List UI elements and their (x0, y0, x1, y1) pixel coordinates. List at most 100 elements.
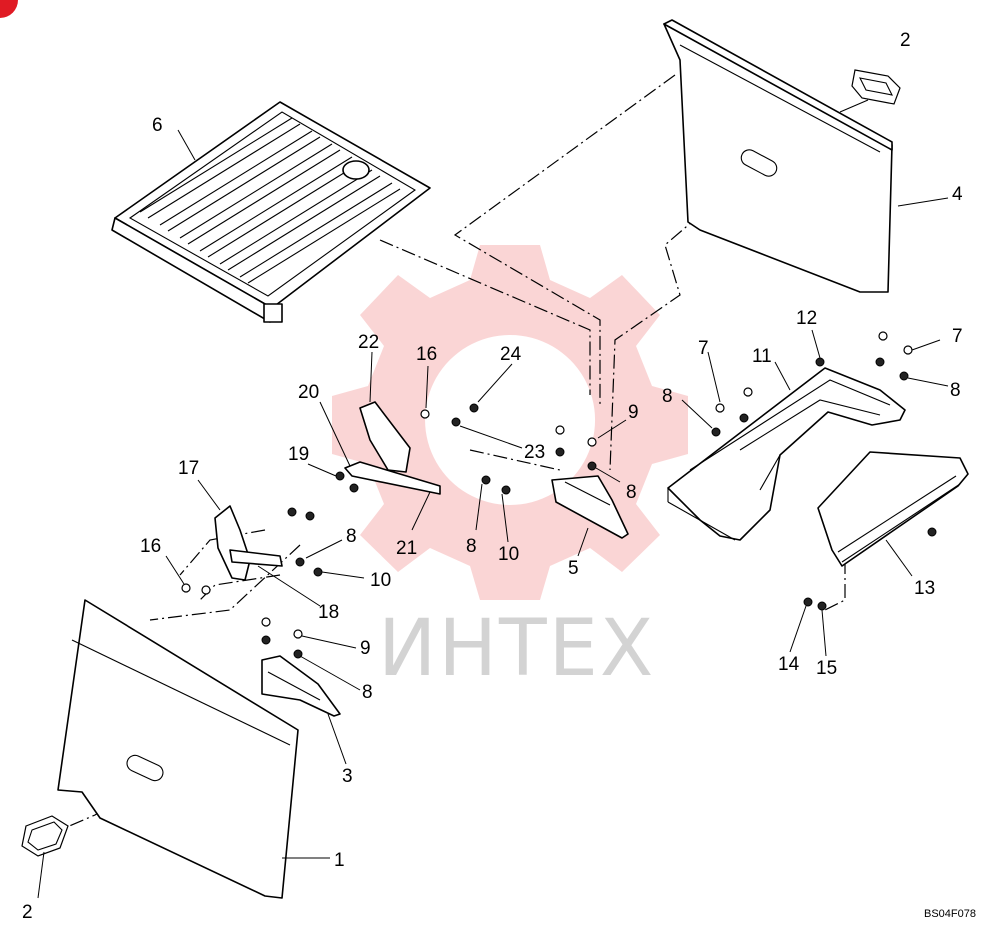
nut-icon (815, 357, 825, 367)
bolt-icon (293, 629, 303, 639)
assembly-centerlines (59, 74, 846, 831)
callout-19: 19 (288, 444, 309, 465)
callout-2-upper: 2 (900, 30, 911, 51)
panel-part-1 (21, 599, 299, 899)
callout-8-frame-right: 8 (950, 380, 961, 401)
grille-logo (342, 160, 370, 180)
panel-4-fold-line (679, 44, 881, 153)
centerline-hinge-c (149, 544, 301, 621)
bolt-icon (181, 583, 191, 593)
panel-1-fold-line (71, 639, 291, 746)
grille-inner-frame (128, 111, 417, 297)
callout-10-hinge: 10 (370, 570, 391, 591)
hinge-plate-22 (359, 401, 411, 473)
link-arm-21 (344, 461, 441, 495)
nut-icon (481, 475, 491, 485)
grille-foot (263, 303, 283, 323)
panel-1-slot (126, 754, 164, 782)
hinge-bracket-17 (214, 505, 251, 581)
bolt-icon (715, 403, 725, 413)
callout-3: 3 (342, 766, 353, 787)
callout-labels: 2 6 4 22 16 24 9 7 11 12 7 8 8 20 23 8 1… (22, 30, 963, 923)
panel-4-top-flange (663, 19, 893, 151)
bracket-part-5 (551, 475, 629, 539)
washer-icon (817, 601, 827, 611)
callout-8-bracket5: 8 (626, 482, 637, 503)
leader-lines (37, 129, 949, 899)
bolt-icon (261, 617, 271, 627)
callout-18: 18 (318, 602, 339, 623)
nut-icon (803, 597, 813, 607)
callout-8-frame-left: 8 (662, 386, 673, 407)
washer-icon (875, 357, 885, 367)
centerline-panel4-a (453, 74, 676, 405)
callout-8-hinge: 8 (346, 526, 357, 547)
callout-15: 15 (816, 658, 837, 679)
washer-icon (899, 371, 909, 381)
leader-latch-2-upper (839, 99, 869, 113)
centerline-hinge-b (199, 574, 281, 601)
callout-7-right: 7 (952, 326, 963, 347)
callout-20: 20 (298, 382, 319, 403)
bolt-icon (903, 345, 913, 355)
centerline-panel4-b (609, 214, 701, 471)
centerline-cover13 (824, 560, 846, 611)
nut-icon (451, 417, 461, 427)
hinge-parts-17-18 (214, 505, 283, 581)
nut-icon (305, 511, 315, 521)
callout-5: 5 (568, 558, 579, 579)
washer-icon (555, 447, 565, 457)
panel-4-slot (740, 149, 778, 177)
bolt-icon (201, 585, 211, 595)
callout-21: 21 (396, 538, 417, 559)
nut-icon (313, 567, 323, 577)
callout-14: 14 (778, 654, 800, 675)
washer-icon (261, 635, 271, 645)
drawing-code: BS04F078 (924, 908, 976, 920)
corner-marker (0, 0, 18, 18)
callout-23: 23 (524, 442, 545, 463)
bolt-icon (420, 409, 430, 419)
bolt-icon (587, 437, 597, 447)
panel-4-body (663, 23, 893, 293)
latch-part-2-lower (21, 815, 69, 857)
callout-6: 6 (152, 115, 163, 136)
nut-icon (501, 485, 511, 495)
frame-part-11 (667, 367, 906, 541)
centerline-hinge-a (179, 529, 266, 576)
callout-4: 4 (952, 184, 963, 205)
callout-22: 22 (358, 332, 379, 353)
nut-icon (927, 527, 937, 537)
bracket-3-body (261, 655, 341, 717)
nut-icon (295, 557, 305, 567)
washer-icon (711, 427, 721, 437)
bolt-icon (555, 425, 565, 435)
callout-1: 1 (334, 850, 345, 871)
nut-icon (469, 403, 479, 413)
cover-part-13 (817, 451, 969, 567)
panel-part-4 (663, 19, 901, 293)
callout-8-link: 8 (466, 536, 477, 557)
callout-9-upper: 9 (628, 402, 639, 423)
callout-8-bracket3: 8 (362, 682, 373, 703)
centerline-grille (379, 239, 591, 395)
washer-icon (739, 413, 749, 423)
bolt-icon (878, 331, 888, 341)
bracket-part-3 (261, 655, 341, 717)
grille-part-6 (111, 101, 431, 323)
hardware (181, 331, 937, 659)
nut-icon (349, 483, 359, 493)
callout-24: 24 (500, 344, 522, 365)
bracket-5-body (551, 475, 629, 539)
bolt-icon (743, 387, 753, 397)
callout-13: 13 (914, 578, 935, 599)
cover-13-body (817, 451, 969, 567)
centerline-bracket5 (469, 449, 561, 471)
callout-12: 12 (796, 308, 817, 329)
callout-16-lower: 16 (140, 536, 161, 557)
callout-7-left: 7 (698, 338, 709, 359)
hinge-arm-18 (229, 549, 283, 567)
latch-part-2-upper (851, 69, 901, 105)
